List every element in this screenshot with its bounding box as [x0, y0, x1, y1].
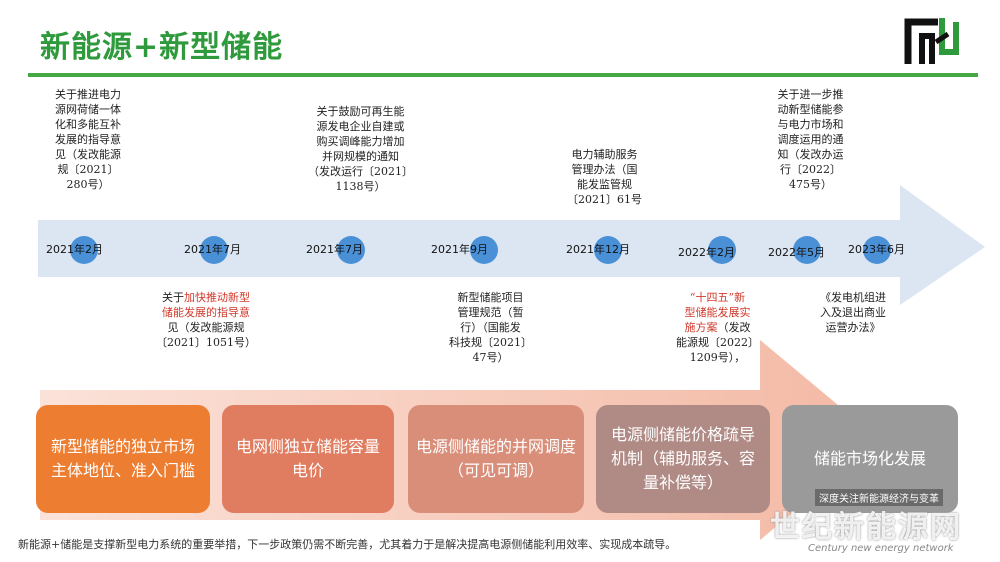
footer-summary: 新能源+储能是支撑新型电力系统的重要举措，下一步政策仍需不断完善，尤其着力于是解…	[18, 538, 677, 551]
timeline-dot	[793, 236, 821, 264]
stage-box-grid-dispatch: 电源侧储能的并网调度（可见可调）	[408, 405, 584, 513]
timeline-date: 2022年5月	[768, 246, 825, 259]
timeline-date: 2021年2月	[46, 243, 103, 256]
timeline-date: 2021年12月	[566, 243, 630, 256]
timeline-date: 2021年7月	[306, 243, 363, 256]
timeline-date: 2021年7月	[184, 243, 241, 256]
stage-box-price-mechanism: 电源侧储能价格疏导机制（辅助服务、容量补偿等）	[596, 405, 770, 513]
policy-note: 关于推进电力源网荷储一体 化和多能互补发展的指导意 见（发改能源规〔2021〕 …	[55, 88, 121, 191]
timeline-date: 2022年2月	[678, 246, 735, 259]
timeline-dot	[200, 236, 228, 264]
company-logo	[904, 18, 959, 64]
policy-note: “十四五”新 型储能发展实 施方案（发改 能源规〔2022〕 1209号），	[676, 291, 759, 364]
timeline-dot	[337, 236, 365, 264]
timeline-dot	[708, 236, 736, 264]
policy-note: 电力辅助服务管理办法（国 能发监管规〔2021〕61号	[567, 148, 642, 206]
timeline-dot	[70, 236, 98, 264]
watermark-tag: 深度关注新能源经济与变革	[815, 489, 943, 506]
timeline-dot	[594, 236, 622, 264]
stage-box-capacity-price: 电网侧独立储能容量电价	[222, 405, 394, 513]
timeline-date: 2021年9月	[431, 243, 488, 256]
policy-note: 《发电机组进入及退出商业 运营办法》	[820, 291, 886, 334]
watermark-site: 世纪新能源网	[770, 510, 962, 545]
policy-note: 关于进一步推动新型储能参 与电力市场和调度运用的通 知（发改办运行〔2022〕 …	[777, 88, 844, 191]
timeline-dot	[470, 236, 498, 264]
timeline-date: 2023年6月	[848, 243, 905, 256]
policy-note: 关于鼓励可再生能源发电企业自建或 购买调峰能力增加并网规模的通知 （发改运行〔2…	[308, 105, 413, 193]
timeline-arrow	[38, 185, 985, 305]
watermark-site-en: Century new energy network	[808, 543, 954, 554]
policy-note: 关于加快推动新型 储能发展的指导意 见（发改能源规 〔2021〕1051号）	[156, 291, 256, 349]
page-title: 新能源+新型储能	[40, 30, 284, 65]
timeline-dot	[863, 236, 891, 264]
policy-note: 新型储能项目管理规范（暂 行）（国能发科技规〔2021〕 47号）	[449, 291, 532, 364]
stage-box-market-entry: 新型储能的独立市场主体地位、准入门槛	[36, 405, 210, 513]
title-underline	[28, 73, 978, 77]
